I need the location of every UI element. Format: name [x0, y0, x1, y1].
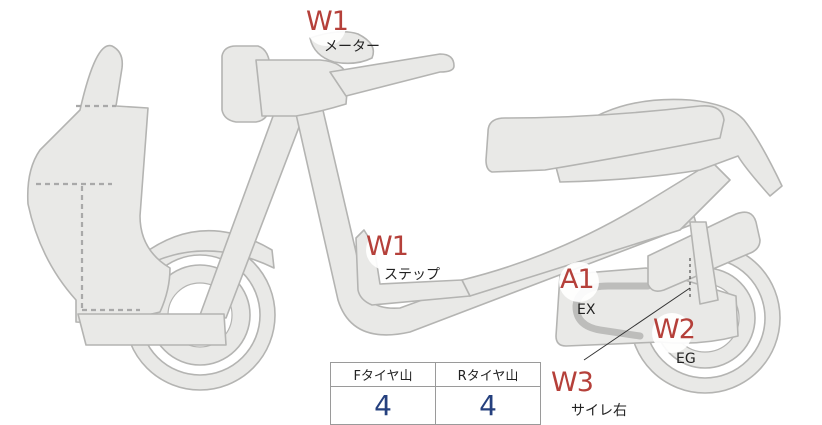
- front-tire-header: Fタイヤ山: [330, 362, 436, 387]
- meter-label: メーター: [324, 39, 380, 55]
- engine-code: W2: [653, 314, 696, 345]
- rear-body: [461, 161, 731, 297]
- seat: [485, 104, 725, 173]
- floor-step: [355, 229, 471, 306]
- tire-tread-table: Fタイヤ山 Rタイヤ山 4 4: [330, 362, 541, 425]
- meter-code: W1: [306, 6, 349, 37]
- step-label: ステップ: [384, 267, 440, 283]
- tire-table-header-row: Fタイヤ山 Rタイヤ山: [330, 362, 541, 387]
- rear-shock: [689, 221, 719, 305]
- exhaust-label: EX: [577, 302, 596, 318]
- step-code-badge: [366, 230, 406, 270]
- panel-seams: [36, 104, 140, 312]
- exhaust-code: A1: [560, 264, 595, 295]
- side-right-code-badge: [550, 360, 592, 402]
- front-tire-value: 4: [330, 386, 436, 425]
- side-right-label: サイレ右: [571, 403, 627, 419]
- leg-shield-lower: [77, 313, 227, 346]
- engine-code-badge: [652, 313, 692, 353]
- handlebar-head: [255, 59, 349, 117]
- rear-tire-value: 4: [435, 386, 541, 425]
- leg-shield: [26, 44, 171, 325]
- handlebar-grip: [329, 53, 455, 97]
- tire-table-value-row: 4 4: [330, 386, 541, 425]
- meter-code-badge: [306, 6, 346, 46]
- rear-tire-header: Rタイヤ山: [435, 362, 541, 387]
- step-code: W1: [366, 231, 409, 262]
- engine-label: EG: [676, 351, 696, 367]
- side-right-code: W3: [551, 367, 594, 398]
- leader-line: [583, 258, 691, 361]
- exhaust-code-badge: [559, 262, 599, 302]
